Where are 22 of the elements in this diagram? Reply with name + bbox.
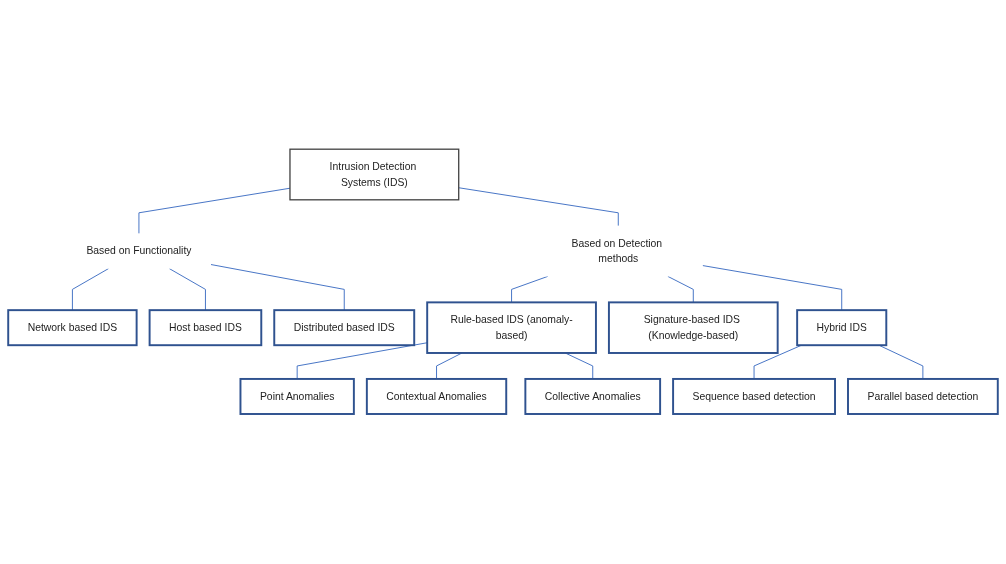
node-box: Point Anomalies <box>239 378 355 416</box>
node-box: Intrusion Detection Systems (IDS) <box>289 148 460 201</box>
connector <box>667 276 694 304</box>
node-text: Based on Detection methods <box>571 237 663 265</box>
node-box: Collective Anomalies <box>524 378 662 416</box>
node-box: Network based IDS <box>7 309 138 347</box>
connector <box>71 268 109 312</box>
node-box: Hybrid IDS <box>796 309 888 347</box>
connector <box>296 342 428 380</box>
connector <box>168 268 206 312</box>
node-box: Sequence based detection <box>672 378 836 416</box>
node-box: Signature-based IDS (Knowledge-based) <box>607 301 779 355</box>
node-box: Host based IDS <box>148 309 263 347</box>
node-box: Parallel based detection <box>847 378 999 416</box>
node-box: Contextual Anomalies <box>365 378 508 416</box>
connector <box>702 265 843 312</box>
connector <box>458 187 619 227</box>
node-box: Distributed based IDS <box>273 309 416 347</box>
node-text: Based on Functionality <box>86 245 192 257</box>
connector <box>511 276 549 304</box>
connector <box>210 264 345 312</box>
node-box: Rule-based IDS (anomaly-based) <box>426 301 597 355</box>
